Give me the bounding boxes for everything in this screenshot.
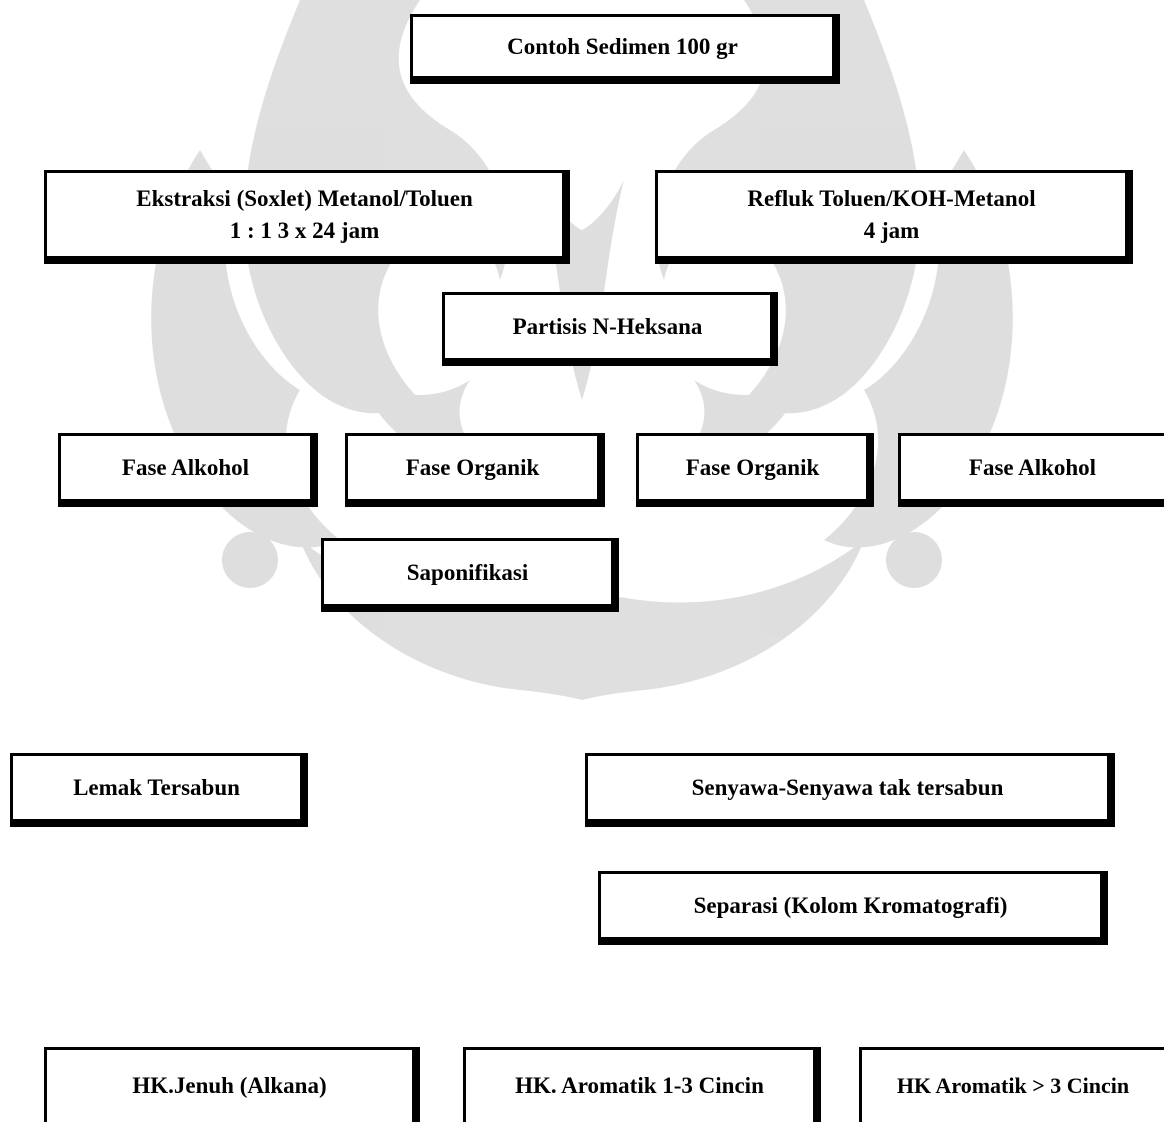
- aromatic-gt3-label: HK Aromatik > 3 Cincin: [896, 1073, 1130, 1098]
- alcohol-phase-node-2: Fase Alkohol: [898, 433, 1164, 507]
- saturated-hc-node: HK.Jenuh (Alkana): [44, 1047, 420, 1122]
- separation-label: Separasi (Kolom Kromatografi): [693, 892, 1008, 918]
- reflux-node: Refluk Toluen/KOH-Metanol 4 jam: [655, 170, 1133, 264]
- organic-phase-label-2: Fase Organik: [685, 454, 820, 480]
- unsaponified-node: Senyawa-Senyawa tak tersabun: [585, 753, 1115, 827]
- extraction-label-line2: 1 : 1 3 x 24 jam: [229, 217, 380, 243]
- organic-phase-label-1: Fase Organik: [405, 454, 540, 480]
- saponification-label: Saponifikasi: [406, 559, 529, 585]
- saponified-fat-node: Lemak Tersabun: [10, 753, 308, 827]
- alcohol-phase-label-1: Fase Alkohol: [121, 454, 250, 480]
- unsaponified-label: Senyawa-Senyawa tak tersabun: [691, 774, 1004, 800]
- sample-label: Contoh Sedimen 100 gr: [507, 33, 738, 59]
- separation-node: Separasi (Kolom Kromatografi): [598, 871, 1108, 945]
- partition-label: Partisis N-Heksana: [512, 313, 703, 339]
- organic-phase-node-1: Fase Organik: [345, 433, 605, 507]
- reflux-label-line2: 4 jam: [863, 217, 920, 243]
- sample-node: Contoh Sedimen 100 gr: [410, 14, 840, 84]
- reflux-label-line1: Refluk Toluen/KOH-Metanol: [747, 185, 1036, 211]
- aromatic-1-3-node: HK. Aromatik 1-3 Cincin: [463, 1047, 821, 1122]
- saturated-hc-label: HK.Jenuh (Alkana): [132, 1073, 327, 1098]
- extraction-node: Ekstraksi (Soxlet) Metanol/Toluen 1 : 1 …: [44, 170, 570, 264]
- saponification-node: Saponifikasi: [321, 538, 619, 612]
- alcohol-phase-node-1: Fase Alkohol: [58, 433, 318, 507]
- aromatic-gt3-node: HK Aromatik > 3 Cincin: [859, 1047, 1164, 1122]
- alcohol-phase-label-2: Fase Alkohol: [968, 454, 1097, 480]
- organic-phase-node-2: Fase Organik: [636, 433, 874, 507]
- extraction-label-line1: Ekstraksi (Soxlet) Metanol/Toluen: [136, 185, 473, 211]
- aromatic-1-3-label: HK. Aromatik 1-3 Cincin: [515, 1073, 764, 1098]
- saponified-fat-label: Lemak Tersabun: [73, 774, 240, 800]
- partition-node: Partisis N-Heksana: [442, 292, 778, 366]
